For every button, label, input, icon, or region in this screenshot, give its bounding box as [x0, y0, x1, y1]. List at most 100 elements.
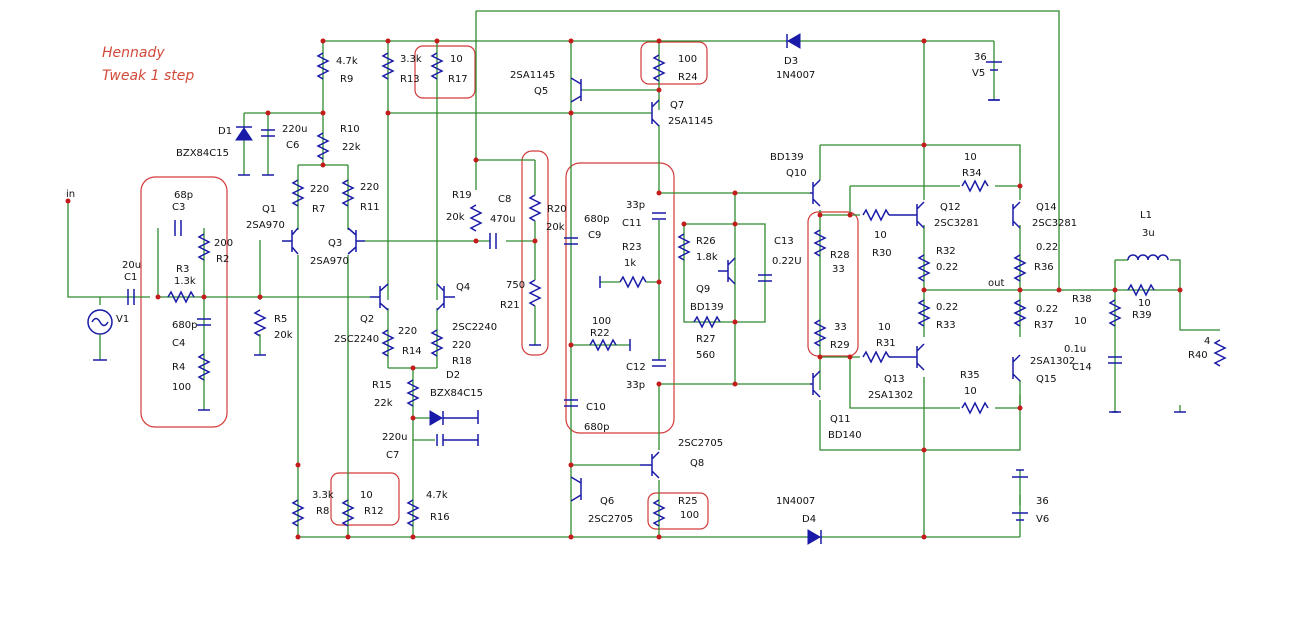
highlight-r17 — [414, 45, 476, 99]
label-r20-value: 20k — [546, 222, 565, 233]
label-r32-value: 0.22 — [936, 262, 958, 273]
annotation-step: Tweak 1 step — [102, 68, 194, 84]
label-v5-value: 36 — [974, 52, 987, 63]
resistor-r30 — [862, 208, 890, 222]
label-q14: Q14 — [1036, 202, 1057, 213]
label-r4: R4 — [172, 362, 185, 373]
label-r38-value: 10 — [1074, 316, 1087, 327]
label-c9-value: 680p — [584, 214, 609, 225]
resistor-r19 — [469, 204, 483, 232]
label-r31: R31 — [876, 338, 896, 349]
label-r35-value: 10 — [964, 386, 977, 397]
resistor-r18 — [430, 329, 444, 357]
highlight-r25 — [647, 492, 709, 530]
resistor-r27 — [693, 315, 721, 329]
capacitor-c9 — [564, 237, 578, 245]
label-d2-part: BZX84C15 — [430, 388, 483, 399]
label-c1: C1 — [124, 272, 137, 283]
label-q15: Q15 — [1036, 374, 1057, 385]
label-l1: L1 — [1140, 210, 1152, 221]
label-c8: C8 — [498, 194, 511, 205]
resistor-r16 — [406, 499, 420, 527]
resistor-r31 — [862, 350, 890, 364]
symbols — [87, 33, 1227, 545]
label-r28-value: 33 — [832, 264, 845, 275]
highlight-boxes — [140, 41, 859, 530]
zener-d2 — [429, 410, 443, 426]
label-q10: Q10 — [786, 168, 807, 179]
label-v6-value: 36 — [1036, 496, 1049, 507]
label-c3: C3 — [172, 202, 185, 213]
resistor-r23 — [619, 275, 647, 289]
junction-dots — [65, 38, 1183, 540]
label-c3-value: 68p — [174, 190, 193, 201]
label-r10: R10 — [340, 124, 360, 135]
label-r25: R25 — [678, 496, 698, 507]
label-r24-value: 100 — [678, 54, 697, 65]
label-c4: C4 — [172, 338, 185, 349]
resistor-r17 — [430, 52, 444, 80]
highlight-r12 — [330, 472, 400, 526]
resistor-r28 — [813, 229, 827, 257]
label-q5-part: 2SA1145 — [510, 70, 555, 81]
label-r13-value: 3.3k — [400, 54, 422, 65]
label-c7: C7 — [386, 450, 399, 461]
label-c13-value: 0.22U — [772, 256, 802, 267]
label-q9-part: BD139 — [690, 302, 724, 313]
label-q8: Q8 — [690, 458, 704, 469]
label-c8-value: 470u — [490, 214, 515, 225]
label-r31-value: 10 — [878, 322, 891, 333]
label-d1-part: BZX84C15 — [176, 148, 229, 159]
label-q9: Q9 — [696, 284, 710, 295]
label-c12-value: 33p — [626, 380, 645, 391]
label-q6: Q6 — [600, 496, 614, 507]
label-r21: R21 — [500, 300, 520, 311]
label-q14-part: 2SC3281 — [1032, 218, 1077, 229]
resistor-r15 — [406, 379, 420, 407]
label-r30-value: 10 — [874, 230, 887, 241]
label-r33: R33 — [936, 320, 956, 331]
label-r18: R18 — [452, 356, 472, 367]
label-c6-value: 220u — [282, 124, 307, 135]
transistor-q14 — [1012, 201, 1021, 229]
label-v5: V5 — [972, 68, 985, 79]
label-r11-value: 220 — [360, 182, 379, 193]
label-r14-value: 220 — [398, 326, 417, 337]
label-r24: R24 — [678, 72, 698, 83]
label-r20: R20 — [547, 204, 567, 215]
label-r13: R13 — [400, 74, 420, 85]
label-r19-value: 20k — [446, 212, 465, 223]
label-r19: R19 — [452, 190, 472, 201]
label-r3: R3 — [176, 264, 189, 275]
label-r40-value: 4 — [1204, 336, 1210, 347]
capacitor-c12 — [652, 359, 666, 367]
label-q13: Q13 — [884, 374, 905, 385]
label-q15-part: 2SA1302 — [1030, 356, 1075, 367]
resistor-r22 — [589, 338, 617, 352]
label-q5: Q5 — [534, 86, 548, 97]
label-r36: R36 — [1034, 262, 1054, 273]
transistor-q7 — [651, 99, 660, 127]
label-q2: Q2 — [360, 314, 374, 325]
label-q13-part: 2SA1302 — [868, 390, 913, 401]
resistor-r33 — [917, 299, 931, 327]
label-q12: Q12 — [940, 202, 961, 213]
label-q11-part: BD140 — [828, 430, 862, 441]
label-r17: R17 — [448, 74, 468, 85]
label-c7-value: 220u — [382, 432, 407, 443]
label-q11: Q11 — [830, 414, 851, 425]
highlight-r20-r21 — [521, 150, 549, 356]
label-r37-value: 0.22 — [1036, 304, 1058, 315]
transistor-q5 — [570, 77, 582, 103]
capacitor-c13 — [758, 274, 772, 282]
resistor-r9 — [316, 52, 330, 80]
capacitor-c8 — [489, 233, 497, 249]
annotation-author: Hennady — [102, 45, 165, 61]
label-c10-value: 680p — [584, 422, 609, 433]
component-labels: inV120uC168pC3200R2R31.3k680pC4R4100D1BZ… — [66, 52, 1210, 525]
label-r10-value: 22k — [342, 142, 361, 153]
label-d1: D1 — [218, 126, 232, 137]
label-r5-value: 20k — [274, 330, 293, 341]
label-r8-value: 3.3k — [312, 490, 334, 501]
label-r2-value: 200 — [214, 238, 233, 249]
